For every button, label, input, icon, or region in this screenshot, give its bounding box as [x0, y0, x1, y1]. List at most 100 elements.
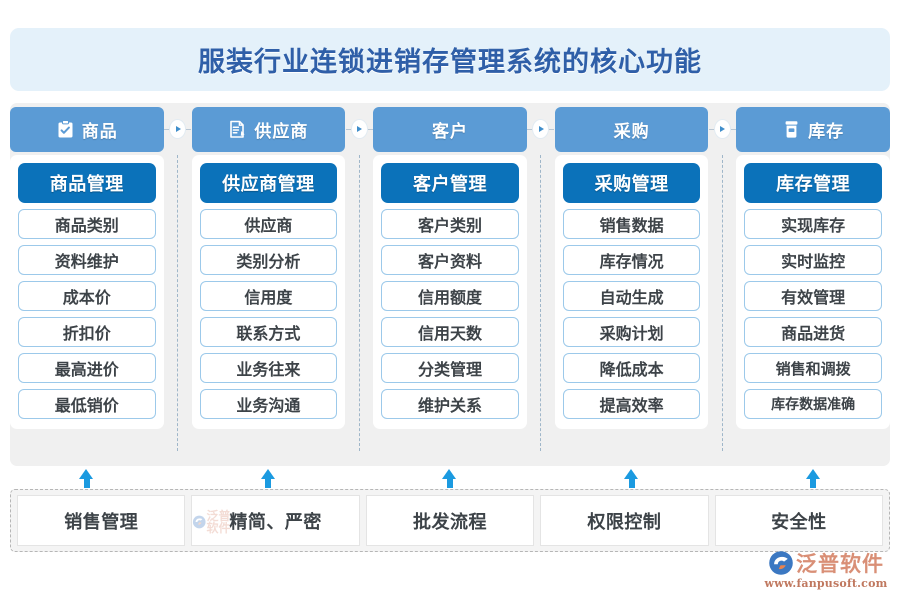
list-item[interactable]: 资料维护 — [18, 245, 156, 275]
list-item[interactable]: 销售数据 — [562, 209, 701, 239]
connector-dash — [527, 128, 533, 130]
list-item[interactable]: 实时监控 — [744, 245, 882, 275]
arrows-row — [10, 468, 890, 488]
tab-1[interactable]: 商品 — [10, 106, 164, 152]
list-item[interactable]: 自动生成 — [562, 281, 701, 311]
list-item[interactable]: 客户资料 — [381, 245, 519, 275]
column-card-4: 采购管理销售数据库存情况自动生成采购计划降低成本提高效率 — [554, 155, 709, 429]
bottom-card-5[interactable]: 安全性 — [714, 495, 884, 546]
list-item[interactable]: 提高效率 — [562, 389, 701, 419]
arrow-cell-1 — [10, 468, 164, 488]
list-item[interactable]: 采购计划 — [562, 317, 701, 347]
brand-logo: 泛普软件 www.fanpusoft.com — [758, 546, 894, 592]
bottom-card-4[interactable]: 权限控制 — [540, 495, 709, 546]
arrow-up-icon — [260, 468, 276, 488]
bottom-card-3[interactable]: 批发流程 — [365, 495, 535, 546]
list-item[interactable]: 信用天数 — [381, 317, 519, 347]
arrow-up-icon — [805, 468, 821, 488]
column-card-5: 库存管理实现库存实时监控有效管理商品进货销售和调拨库存数据准确 — [736, 155, 890, 429]
column-head-3[interactable]: 客户管理 — [381, 163, 519, 203]
tab-2[interactable]: 供应商 — [191, 106, 346, 152]
list-item[interactable]: 业务往来 — [199, 353, 338, 383]
connector-dash — [730, 128, 736, 130]
list-item[interactable]: 库存数据准确 — [744, 389, 882, 419]
tab-label: 商品 — [81, 121, 118, 142]
bottom-card-2[interactable]: 精简、严密 — [191, 495, 360, 546]
connector-dash — [708, 128, 714, 130]
list-item[interactable]: 成本价 — [18, 281, 156, 311]
list-item[interactable]: 实现库存 — [744, 209, 882, 239]
tab-3[interactable]: 客户 — [373, 106, 527, 152]
list-item[interactable]: 最高进价 — [18, 353, 156, 383]
list-item[interactable]: 库存情况 — [562, 245, 701, 275]
logo-url: www.fanpusoft.com — [764, 577, 888, 590]
column-head-2[interactable]: 供应商管理 — [199, 163, 338, 203]
document-pen-icon — [228, 119, 247, 139]
list-item[interactable]: 分类管理 — [381, 353, 519, 383]
fanpu-logo-icon — [769, 551, 793, 575]
page-title: 服装行业连锁进销存管理系统的核心功能 — [198, 47, 702, 78]
dashed-line — [358, 155, 360, 451]
bottom-card-label: 安全性 — [771, 511, 827, 533]
list-item[interactable]: 维护关系 — [381, 389, 519, 419]
column-4: 采购管理销售数据库存情况自动生成采购计划降低成本提高效率 — [554, 155, 709, 466]
connector-dash — [186, 128, 192, 130]
arrow-gap — [527, 468, 555, 488]
list-item[interactable]: 有效管理 — [744, 281, 882, 311]
list-item[interactable]: 商品类别 — [18, 209, 156, 239]
main-panel: 商品供应商客户采购库存 商品管理商品类别资料维护成本价折扣价最高进价最低销价供应… — [10, 103, 890, 466]
tab-5[interactable]: 库存 — [736, 106, 890, 152]
arrow-up-icon — [442, 468, 457, 488]
column-1: 商品管理商品类别资料维护成本价折扣价最高进价最低销价 — [10, 155, 164, 466]
tab-label: 客户 — [431, 121, 468, 142]
list-item[interactable]: 商品进货 — [744, 317, 882, 347]
bottom-card-1[interactable]: 销售管理 — [17, 495, 186, 546]
bottom-container: 销售管理精简、严密 批发流程 权限控制 安全性 — [10, 489, 890, 552]
column-separator-4 — [708, 155, 736, 455]
list-item[interactable]: 信用额度 — [381, 281, 519, 311]
arrow-up-icon — [624, 468, 639, 488]
arrow-cell-2 — [192, 468, 346, 488]
column-5: 库存管理实现库存实时监控有效管理商品进货销售和调拨库存数据准确 — [736, 155, 890, 466]
column-head-4[interactable]: 采购管理 — [562, 163, 701, 203]
arrow-gap — [345, 468, 373, 488]
bottom-card-label: 批发流程 — [413, 511, 488, 533]
chevron-right-icon — [533, 120, 549, 138]
arrow-cell-4 — [555, 468, 709, 488]
list-item[interactable]: 供应商 — [199, 209, 338, 239]
list-item[interactable]: 销售和调拨 — [744, 353, 882, 383]
connector-dash — [549, 128, 555, 130]
connector-dash — [345, 128, 351, 130]
column-head-5[interactable]: 库存管理 — [744, 163, 882, 203]
list-item[interactable]: 最低销价 — [18, 389, 156, 419]
list-item[interactable]: 折扣价 — [18, 317, 156, 347]
tab-connector-4 — [708, 107, 736, 152]
list-item[interactable]: 客户类别 — [381, 209, 519, 239]
tab-label: 库存 — [808, 121, 845, 142]
tab-4[interactable]: 采购 — [554, 106, 709, 152]
column-separator-3 — [527, 155, 555, 455]
logo-name: 泛普软件 — [796, 552, 884, 576]
list-item[interactable]: 类别分析 — [199, 245, 338, 275]
arrow-gap — [708, 468, 736, 488]
tab-connector-1 — [164, 107, 192, 152]
tab-connector-3 — [527, 107, 555, 152]
storage-box-icon — [782, 119, 801, 139]
column-head-1[interactable]: 商品管理 — [18, 163, 156, 203]
list-item[interactable]: 降低成本 — [562, 353, 701, 383]
dashed-line — [721, 155, 723, 451]
tab-label: 采购 — [613, 121, 650, 142]
list-item[interactable]: 业务沟通 — [199, 389, 338, 419]
columns-row: 商品管理商品类别资料维护成本价折扣价最高进价最低销价供应商管理供应商类别分析信用… — [10, 155, 890, 466]
column-card-2: 供应商管理供应商类别分析信用度联系方式业务往来业务沟通 — [191, 155, 346, 429]
dashed-line — [177, 155, 179, 451]
connector-dash — [367, 128, 373, 130]
tabs-row: 商品 供应商 客户 采购 库存 — [10, 103, 890, 155]
column-card-1: 商品管理商品类别资料维护成本价折扣价最高进价最低销价 — [10, 155, 164, 429]
list-item[interactable]: 信用度 — [199, 281, 338, 311]
arrow-up-icon — [79, 468, 94, 488]
list-item[interactable]: 联系方式 — [199, 317, 338, 347]
column-card-3: 客户管理客户类别客户资料信用额度信用天数分类管理维护关系 — [373, 155, 527, 429]
arrow-cell-3 — [373, 468, 527, 488]
